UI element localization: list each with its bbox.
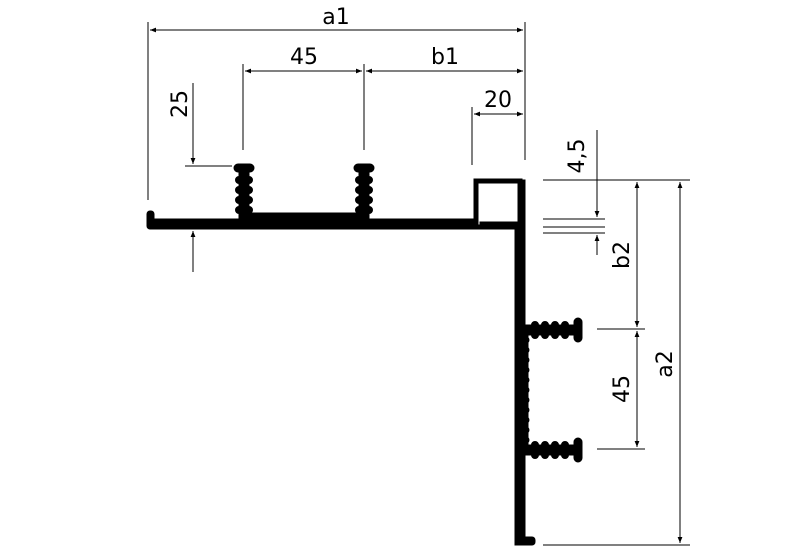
side-ribbed-strip xyxy=(519,329,530,451)
label-top-45: 45 xyxy=(290,45,318,70)
label-4-5: 4,5 xyxy=(565,139,590,174)
extension-lines xyxy=(147,22,690,546)
side-anchor-top xyxy=(521,317,583,343)
corner-joint xyxy=(479,221,521,230)
label-20: 20 xyxy=(484,88,512,113)
label-right-45: 45 xyxy=(610,375,635,403)
aluminium-profile xyxy=(146,163,583,546)
label-b1: b1 xyxy=(431,45,459,70)
label-a2: a2 xyxy=(653,350,678,377)
side-anchor-bottom xyxy=(521,437,583,463)
left-end-lip xyxy=(146,210,155,230)
top-anchor-left xyxy=(233,163,255,223)
label-a1: a1 xyxy=(322,5,349,30)
corner-hollow-box xyxy=(473,178,523,230)
label-25: 25 xyxy=(168,90,193,118)
top-ribbed-strip xyxy=(244,212,366,222)
bottom-end-lip xyxy=(514,536,536,546)
top-anchor-right xyxy=(353,163,375,223)
label-b2: b2 xyxy=(610,241,635,269)
